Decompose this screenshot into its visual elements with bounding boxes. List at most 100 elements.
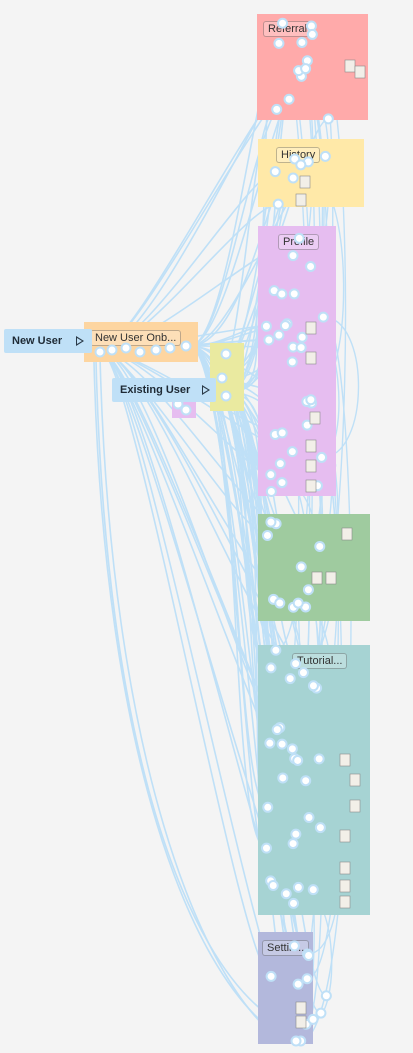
node-handle[interactable] bbox=[265, 662, 277, 674]
node-handle[interactable] bbox=[293, 232, 305, 244]
node-handle[interactable] bbox=[316, 451, 328, 463]
screen-thumbnail[interactable] bbox=[339, 895, 351, 909]
node-handle[interactable] bbox=[306, 28, 318, 40]
screen-thumbnail[interactable] bbox=[354, 65, 366, 79]
node-handle[interactable] bbox=[271, 724, 283, 736]
node-handle[interactable] bbox=[276, 288, 288, 300]
node-handle[interactable] bbox=[296, 36, 308, 48]
screen-thumbnail[interactable] bbox=[339, 879, 351, 893]
start-node-new-user[interactable]: New User bbox=[4, 329, 92, 353]
play-icon[interactable] bbox=[76, 336, 85, 346]
node-handle[interactable] bbox=[303, 811, 315, 823]
node-handle[interactable] bbox=[287, 172, 299, 184]
node-handle[interactable] bbox=[280, 888, 292, 900]
node-handle[interactable] bbox=[287, 250, 299, 262]
node-handle[interactable] bbox=[164, 342, 176, 354]
node-handle[interactable] bbox=[279, 320, 291, 332]
start-node-existing-user[interactable]: Existing User bbox=[112, 378, 216, 402]
node-handle[interactable] bbox=[301, 419, 313, 431]
node-handle[interactable] bbox=[283, 93, 295, 105]
node-handle[interactable] bbox=[287, 838, 299, 850]
node-handle[interactable] bbox=[315, 1007, 327, 1019]
node-handle[interactable] bbox=[305, 394, 317, 406]
node-handle[interactable] bbox=[265, 516, 277, 528]
node-handle[interactable] bbox=[260, 320, 272, 332]
node-handle[interactable] bbox=[296, 331, 308, 343]
node-handle[interactable] bbox=[292, 881, 304, 893]
node-handle[interactable] bbox=[295, 561, 307, 573]
node-handle[interactable] bbox=[180, 404, 192, 416]
screen-thumbnail[interactable] bbox=[341, 527, 353, 541]
node-handle[interactable] bbox=[307, 1013, 319, 1025]
node-handle[interactable] bbox=[265, 469, 277, 481]
screen-thumbnail[interactable] bbox=[305, 479, 317, 493]
screen-thumbnail[interactable] bbox=[339, 829, 351, 843]
screen-thumbnail[interactable] bbox=[311, 571, 323, 585]
node-handle[interactable] bbox=[216, 372, 228, 384]
node-handle[interactable] bbox=[276, 427, 288, 439]
node-handle[interactable] bbox=[300, 775, 312, 787]
screen-thumbnail[interactable] bbox=[309, 411, 321, 425]
node-handle[interactable] bbox=[302, 584, 314, 596]
node-handle[interactable] bbox=[288, 288, 300, 300]
node-handle[interactable] bbox=[261, 842, 273, 854]
node-handle[interactable] bbox=[286, 446, 298, 458]
node-handle[interactable] bbox=[288, 940, 300, 952]
node-handle[interactable] bbox=[265, 486, 277, 498]
node-handle[interactable] bbox=[274, 597, 286, 609]
node-handle[interactable] bbox=[273, 37, 285, 49]
node-handle[interactable] bbox=[320, 990, 332, 1002]
node-handle[interactable] bbox=[317, 311, 329, 323]
screen-thumbnail[interactable] bbox=[339, 861, 351, 875]
screen-thumbnail[interactable] bbox=[325, 571, 337, 585]
node-handle[interactable] bbox=[314, 822, 326, 834]
screen-thumbnail[interactable] bbox=[295, 1015, 307, 1029]
node-handle[interactable] bbox=[261, 529, 273, 541]
group-history[interactable]: History bbox=[258, 139, 364, 207]
screen-thumbnail[interactable] bbox=[344, 59, 356, 73]
node-handle[interactable] bbox=[292, 754, 304, 766]
node-handle[interactable] bbox=[271, 103, 283, 115]
screen-thumbnail[interactable] bbox=[349, 799, 361, 813]
node-handle[interactable] bbox=[134, 346, 146, 358]
node-handle[interactable] bbox=[307, 680, 319, 692]
node-handle[interactable] bbox=[290, 828, 302, 840]
node-handle[interactable] bbox=[295, 342, 307, 354]
node-handle[interactable] bbox=[288, 897, 300, 909]
node-handle[interactable] bbox=[106, 344, 118, 356]
node-handle[interactable] bbox=[303, 950, 315, 962]
node-handle[interactable] bbox=[180, 340, 192, 352]
node-handle[interactable] bbox=[290, 1035, 302, 1047]
screen-thumbnail[interactable] bbox=[349, 773, 361, 787]
node-handle[interactable] bbox=[322, 113, 334, 125]
node-handle[interactable] bbox=[276, 477, 288, 489]
screen-thumbnail[interactable] bbox=[339, 753, 351, 767]
node-handle[interactable] bbox=[269, 166, 281, 178]
screen-thumbnail[interactable] bbox=[305, 439, 317, 453]
group-new-user-onboarding[interactable]: New User Onb... bbox=[84, 322, 198, 362]
play-icon[interactable] bbox=[202, 385, 211, 395]
screen-thumbnail[interactable] bbox=[295, 1001, 307, 1015]
node-handle[interactable] bbox=[286, 356, 298, 368]
node-handle[interactable] bbox=[284, 673, 296, 685]
node-handle[interactable] bbox=[267, 880, 279, 892]
node-handle[interactable] bbox=[272, 198, 284, 210]
node-handle[interactable] bbox=[270, 644, 282, 656]
node-handle[interactable] bbox=[274, 458, 286, 470]
node-handle[interactable] bbox=[292, 978, 304, 990]
screen-thumbnail[interactable] bbox=[305, 351, 317, 365]
node-handle[interactable] bbox=[262, 801, 274, 813]
node-handle[interactable] bbox=[277, 772, 289, 784]
node-handle[interactable] bbox=[290, 658, 302, 670]
node-handle[interactable] bbox=[314, 540, 326, 552]
screen-thumbnail[interactable] bbox=[299, 175, 311, 189]
node-handle[interactable] bbox=[120, 342, 132, 354]
screen-thumbnail[interactable] bbox=[305, 459, 317, 473]
node-handle[interactable] bbox=[264, 737, 276, 749]
node-handle[interactable] bbox=[273, 329, 285, 341]
screen-thumbnail[interactable] bbox=[295, 193, 307, 207]
node-handle[interactable] bbox=[220, 348, 232, 360]
node-handle[interactable] bbox=[313, 753, 325, 765]
node-handle[interactable] bbox=[305, 261, 317, 273]
